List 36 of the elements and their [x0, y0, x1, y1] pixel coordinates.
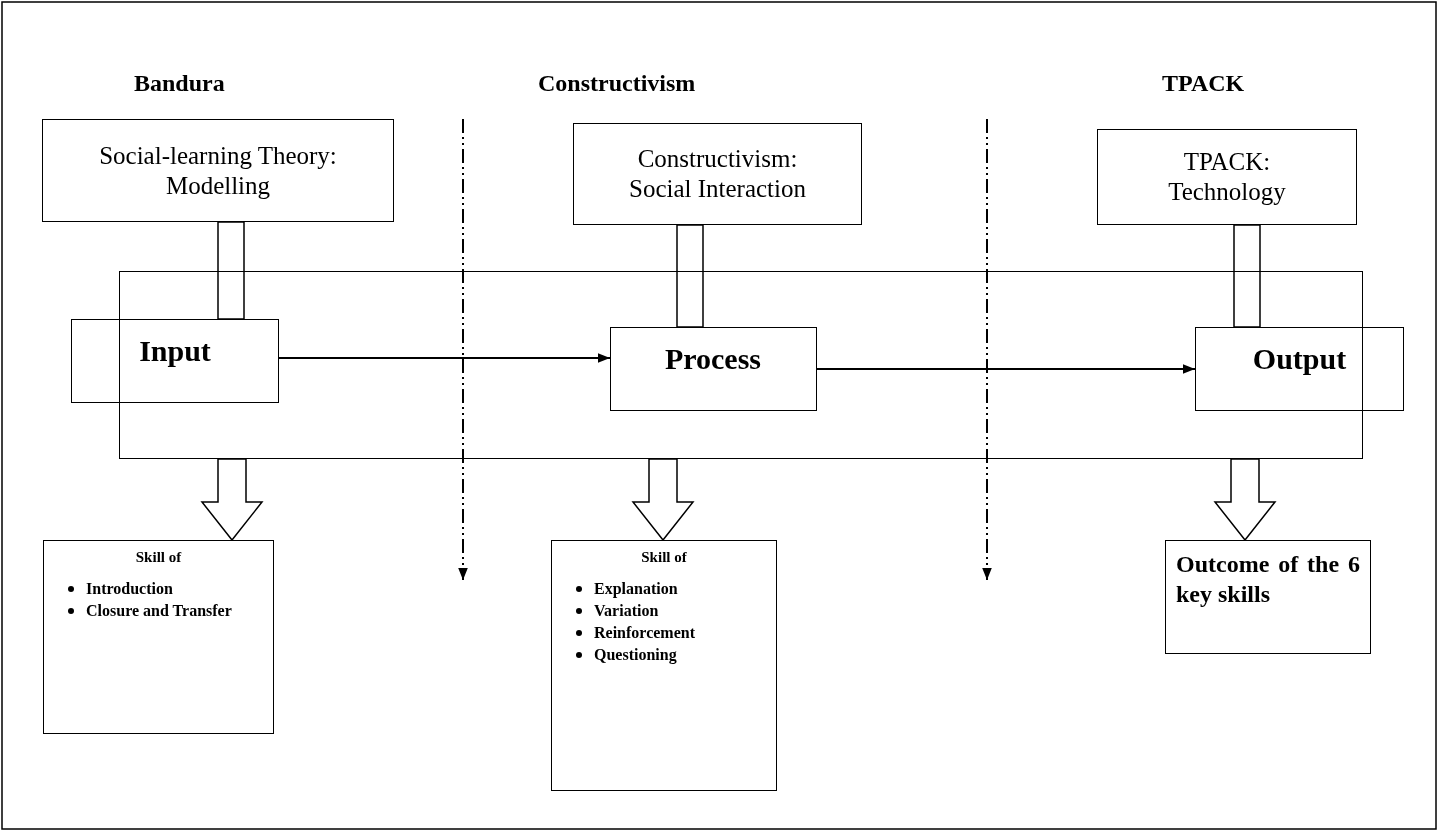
skills-heading: Skill of [134, 549, 183, 566]
column-heading: Bandura [134, 70, 225, 97]
arrow [816, 364, 1196, 374]
block-arrow [1213, 458, 1277, 542]
stage-label: Output [1252, 342, 1347, 376]
connector-bar [1233, 224, 1261, 328]
column-heading: TPACK [1162, 70, 1245, 97]
theory-box [573, 123, 862, 225]
box-text: Outcome of the 6 key skills [1176, 551, 1360, 607]
skill-item: Closure and Transfer [66, 602, 267, 620]
arrow [278, 353, 611, 363]
skill-item: Variation [574, 602, 770, 620]
column-heading: Constructivism [538, 70, 696, 97]
box-text: Constructivism: Social Interaction [628, 144, 807, 204]
stage-label: Input [139, 334, 211, 368]
stage-box [609, 326, 817, 411]
outcome-box [1165, 540, 1371, 654]
skill-item: Introduction [66, 580, 267, 598]
skill-item: Explanation [574, 580, 770, 598]
process-frame [119, 271, 1363, 459]
stage-label: Process [664, 341, 762, 376]
theory-box [1097, 129, 1357, 225]
skill-item: Reinforcement [574, 624, 770, 642]
box-text: TPACK: Technology [1167, 147, 1287, 207]
stage-box [71, 319, 279, 403]
theory-box [42, 119, 394, 222]
connector-bar [676, 224, 704, 328]
block-arrow [631, 458, 695, 542]
box-text: Social-learning Theory: Modelling [98, 140, 338, 201]
skill-item: Questioning [574, 646, 770, 664]
block-arrow [200, 458, 264, 542]
connector-bar [217, 221, 245, 320]
skills-heading: Skill of [640, 549, 688, 566]
skills-box [43, 540, 274, 734]
stage-box [1195, 327, 1404, 411]
skills-box [551, 540, 777, 791]
